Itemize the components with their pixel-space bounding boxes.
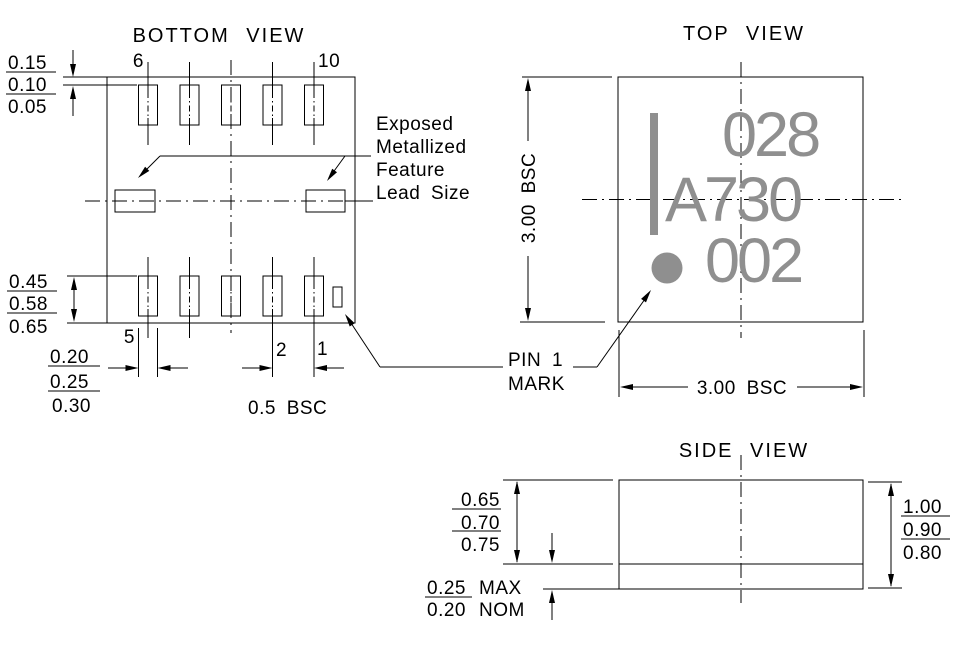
svg-text:0.20: 0.20: [50, 347, 89, 368]
svg-text:MARK: MARK: [508, 374, 565, 395]
svg-text:0.45: 0.45: [9, 272, 48, 293]
svg-text:Metallized: Metallized: [376, 137, 467, 158]
lead-length-dimension: 0.45 0.58 0.65: [7, 272, 137, 338]
top-view-width-dimension-text: 3.00 BSC: [697, 378, 787, 399]
bottom-view: BOTTOM VIEW: [6, 25, 470, 419]
side-view-body-outline: [618, 479, 864, 590]
exposed-feature-left: [114, 189, 156, 213]
pin1-mark-callout: PIN 1 MARK: [345, 290, 651, 395]
svg-text:0.70: 0.70: [461, 513, 500, 534]
bottom-view-title: BOTTOM VIEW: [133, 25, 306, 47]
svg-text:0.10: 0.10: [8, 75, 47, 96]
pitch-dimension-text: 0.5 BSC: [248, 398, 327, 419]
marking-line-1: 028: [722, 100, 819, 170]
svg-text:Exposed: Exposed: [376, 114, 453, 135]
svg-text:0.20: 0.20: [427, 600, 466, 621]
total-height-dimension: 1.00 0.90 0.80: [868, 481, 950, 589]
svg-text:Feature: Feature: [376, 160, 445, 181]
side-view-title: SIDE VIEW: [679, 440, 809, 462]
svg-text:0.65: 0.65: [9, 317, 48, 338]
svg-text:NOM: NOM: [479, 600, 525, 621]
svg-text:0.30: 0.30: [52, 396, 91, 417]
marking-bar: [650, 113, 658, 235]
svg-text:0.75: 0.75: [461, 535, 500, 556]
edge-gap-dimension: 0.15 0.10 0.05: [6, 50, 137, 118]
side-view: SIDE VIEW 0.65 0.70 0.75 0.25 MAX 0.20 N…: [425, 440, 950, 621]
svg-text:0.05: 0.05: [8, 97, 47, 118]
marking-line-2: A730: [665, 165, 801, 235]
bottom-view-top-leads: [138, 62, 324, 145]
lead-width-dimension: 0.20 0.25 0.30: [48, 328, 188, 417]
top-view-title: TOP VIEW: [683, 23, 805, 45]
svg-text:0.15: 0.15: [8, 53, 47, 74]
marking-line-3: 002: [705, 226, 801, 296]
svg-text:0.25: 0.25: [427, 578, 466, 599]
top-view-height-dimension-text: 3.00 BSC: [519, 153, 540, 243]
svg-text:Lead Size: Lead Size: [376, 183, 470, 204]
bottom-lead-centerlines: [147, 257, 315, 377]
svg-text:0.25: 0.25: [50, 372, 89, 393]
svg-text:1.00: 1.00: [903, 497, 942, 518]
pin-label-1: 1: [317, 339, 328, 360]
bottom-view-pin1-mark: [332, 286, 343, 308]
pin-label-6: 6: [133, 51, 144, 72]
svg-text:0.65: 0.65: [461, 490, 500, 511]
standoff-dimension: 0.25 MAX 0.20 NOM: [425, 533, 619, 621]
exposed-feature-callout: Exposed Metallized Feature Lead Size: [138, 114, 470, 204]
svg-text:PIN 1: PIN 1: [508, 350, 563, 371]
pin-label-10: 10: [318, 51, 340, 72]
pin-label-5: 5: [124, 327, 135, 348]
top-view-height-dimension: 3.00 BSC: [519, 76, 612, 323]
pitch-dimension: 0.5 BSC: [242, 365, 344, 419]
svg-text:0.58: 0.58: [9, 294, 48, 315]
top-view-pin1-dot: [651, 252, 683, 284]
top-view-width-dimension: 3.00 BSC: [618, 330, 865, 399]
top-view: TOP VIEW 028 A730 002 3.00 BSC 3.: [345, 23, 905, 399]
bottom-view-bottom-leads: [138, 257, 324, 377]
svg-text:0.80: 0.80: [903, 543, 942, 564]
top-lead-centerlines: [147, 62, 315, 145]
svg-text:MAX: MAX: [479, 578, 522, 599]
pin-label-2: 2: [276, 340, 287, 361]
body-height-dimension: 0.65 0.70 0.75: [452, 479, 613, 565]
svg-text:0.90: 0.90: [903, 520, 942, 541]
